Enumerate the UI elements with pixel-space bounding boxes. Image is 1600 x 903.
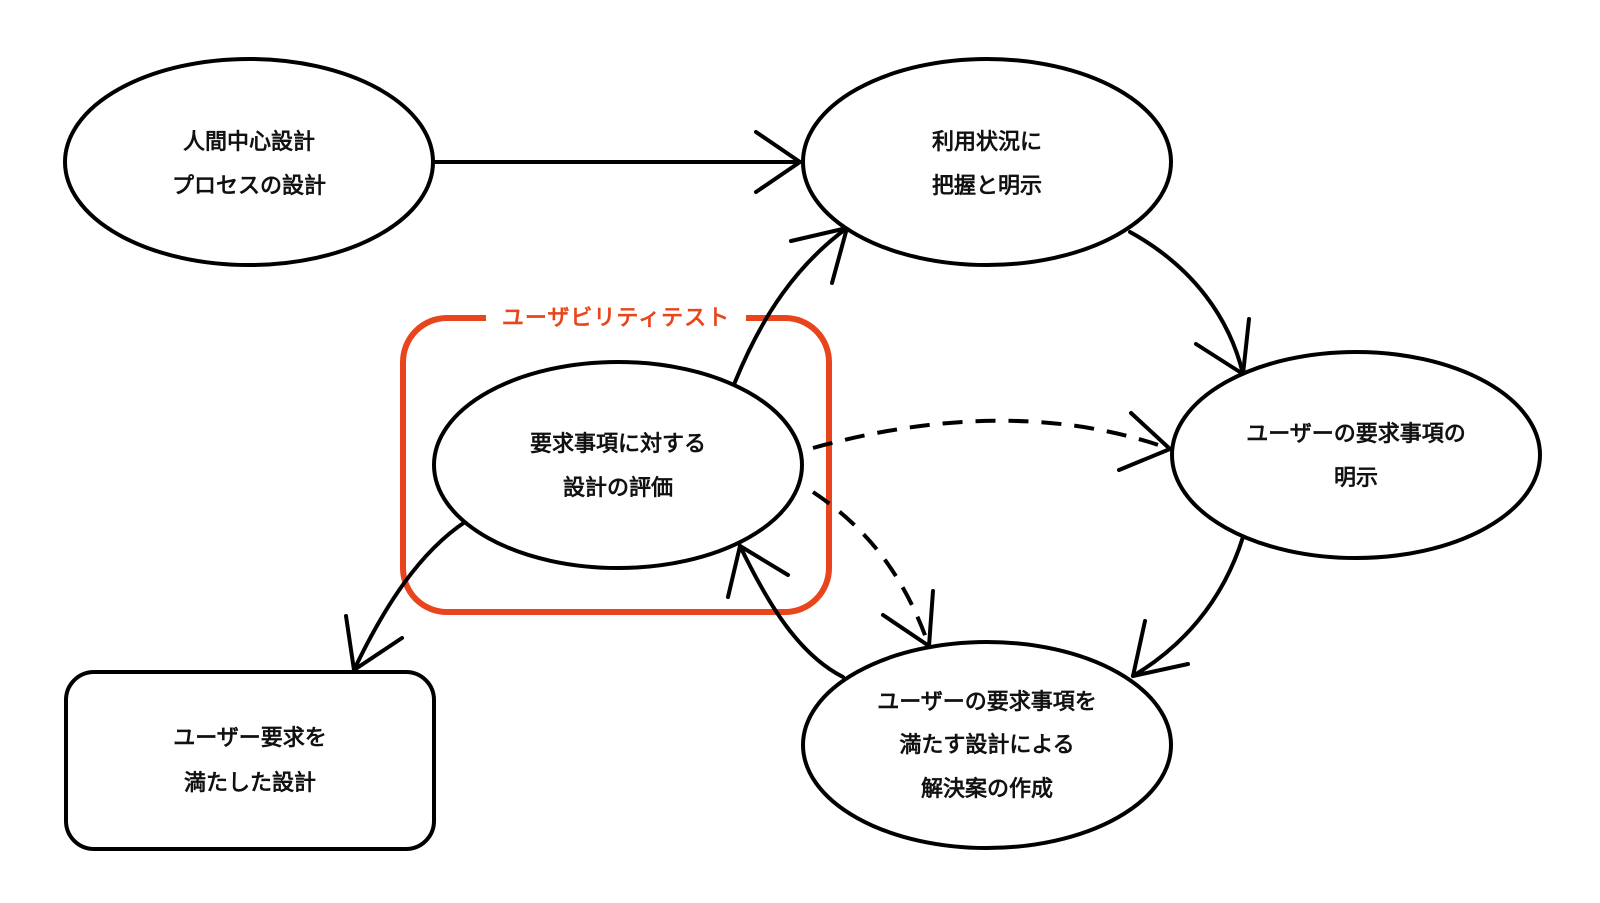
- node-evaluation-line1: 要求事項に対する: [530, 431, 706, 457]
- edge-requirements-to-solution-line: [1131, 535, 1245, 678]
- edge-process-to-context: [431, 130, 802, 194]
- edge-solution-to-evaluation: [726, 544, 845, 679]
- node-design-solution-line1: ユーザーの要求事項を: [877, 689, 1097, 715]
- node-evaluation-line2: 設計の評価: [563, 475, 673, 501]
- node-final-design-line1: ユーザー要求を: [173, 726, 327, 751]
- node-design-solution: ユーザーの要求事項を 満たす設計による 解決案の作成: [801, 640, 1173, 850]
- edge-evaluation-to-context-line: [731, 226, 849, 389]
- edge-process-to-context-arrowhead: [754, 130, 802, 194]
- node-hcd-process-line2: プロセスの設計: [172, 173, 326, 199]
- node-final-design-shape: [64, 670, 436, 851]
- edge-context-to-requirements: [1128, 230, 1251, 376]
- node-context-of-use-line2: 把握と明示: [932, 173, 1042, 199]
- usability-test-group: ユーザビリティテスト: [400, 298, 832, 615]
- usability-test-label-background: [486, 298, 746, 336]
- node-user-requirements-line2: 明示: [1334, 466, 1378, 491]
- node-context-of-use-line1: 利用状況に: [932, 130, 1042, 155]
- edge-evaluation-to-solution-line: [811, 490, 931, 647]
- edge-evaluation-to-final-arrowhead: [344, 614, 404, 672]
- edge-evaluation-to-final-line: [352, 520, 467, 672]
- node-final-design-line2: 満たした設計: [184, 770, 316, 796]
- node-evaluation: 要求事項に対する 設計の評価: [432, 360, 804, 570]
- node-hcd-process: 人間中心設計 プロセスの設計: [63, 57, 435, 267]
- edge-evaluation-to-requirements: [812, 411, 1172, 472]
- usability-test-label: ユーザビリティテスト: [502, 306, 730, 331]
- edge-solution-to-evaluation-line: [738, 544, 845, 679]
- edge-evaluation-to-requirements-arrowhead: [1117, 411, 1172, 472]
- node-hcd-process-shape: [63, 57, 435, 267]
- node-hcd-process-line1: 人間中心設計: [183, 129, 315, 155]
- edge-requirements-to-solution: [1131, 535, 1245, 678]
- node-context-of-use-shape: [801, 57, 1173, 267]
- node-user-requirements: ユーザーの要求事項の 明示: [1170, 350, 1542, 560]
- edges: [344, 130, 1251, 679]
- node-user-requirements-shape: [1170, 350, 1542, 560]
- edge-solution-to-evaluation-arrowhead: [726, 544, 790, 599]
- node-design-solution-line3: 解決案の作成: [921, 776, 1053, 802]
- edge-context-to-requirements-line: [1128, 230, 1245, 376]
- node-context-of-use: 利用状況に 把握と明示: [801, 57, 1173, 267]
- node-design-solution-shape: [801, 640, 1173, 850]
- node-final-design: ユーザー要求を 満たした設計: [64, 670, 436, 851]
- node-design-solution-line2: 満たす設計による: [899, 732, 1074, 758]
- node-user-requirements-line1: ユーザーの要求事項の: [1246, 421, 1466, 447]
- node-evaluation-shape: [432, 360, 804, 570]
- edge-evaluation-to-requirements-line: [812, 418, 1171, 451]
- edge-requirements-to-solution-arrowhead: [1131, 619, 1190, 678]
